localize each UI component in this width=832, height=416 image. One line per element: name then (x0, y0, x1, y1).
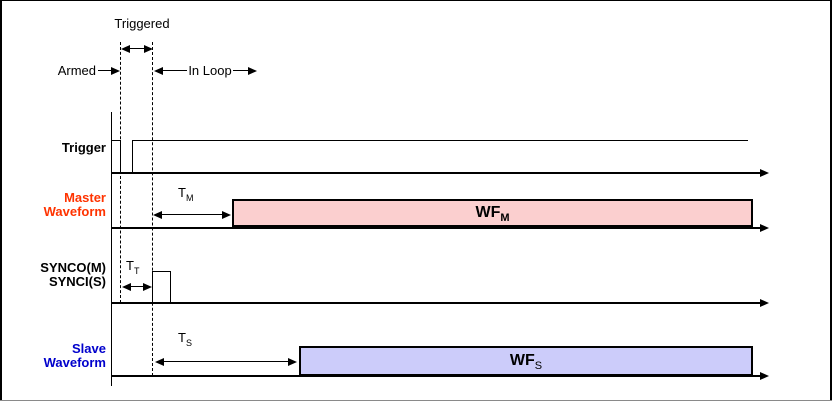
sync-row-label: SYNCO(M) SYNCI(S) (18, 261, 106, 289)
sync-pulse-falling-edge (170, 271, 171, 302)
frame-right-border (830, 0, 832, 401)
trigger-rising-edge (132, 140, 133, 173)
slave-row-label: Slave Waveform (18, 342, 106, 370)
in-loop-label: In Loop (188, 63, 232, 78)
master-row-label: Master Waveform (18, 191, 106, 219)
trigger-end-dashed-line (152, 42, 153, 376)
trigger-row-label: Trigger (61, 140, 106, 155)
slave-baseline (111, 375, 761, 377)
tm-annotation: TM (178, 185, 194, 204)
frame-bottom-border (0, 400, 832, 401)
in-loop-arrowhead-left-icon (154, 67, 163, 75)
trigger-high-segment-2 (132, 140, 748, 141)
time-axis (111, 112, 112, 386)
armed-arrowhead-icon (111, 67, 120, 75)
ts-arrowhead-right-icon (288, 358, 297, 366)
sync-label-line2: SYNCI(S) (48, 274, 106, 289)
tt-arrowhead-right-icon (143, 283, 152, 291)
trigger-falling-edge (120, 140, 121, 173)
master-baseline-arrowhead-icon (760, 224, 769, 232)
slave-baseline-arrowhead-icon (760, 372, 769, 380)
ts-arrow-line (162, 361, 290, 362)
wfm-box: WFM (232, 199, 753, 227)
tm-arrowhead-left-icon (153, 211, 162, 219)
in-loop-line-right (233, 70, 249, 71)
triggered-arrow-line (129, 48, 145, 49)
tt-arrow-line (130, 286, 144, 287)
ts-annotation: TS (178, 330, 192, 349)
wfs-box: WFS (299, 346, 753, 376)
trigger-high-segment-1 (111, 140, 121, 141)
sync-baseline-arrowhead-icon (760, 299, 769, 307)
triggered-label: Triggered (114, 16, 170, 31)
tm-arrowhead-right-icon (222, 211, 231, 219)
in-loop-arrowhead-right-icon (248, 67, 257, 75)
sync-baseline (111, 302, 761, 304)
sync-pulse-top (152, 271, 171, 272)
trigger-baseline (111, 172, 761, 174)
frame-top-border (0, 0, 832, 1)
trigger-baseline-arrowhead-icon (760, 169, 769, 177)
wfm-label: WFM (475, 203, 510, 224)
master-label-line2: Waveform (43, 204, 106, 219)
master-baseline (111, 227, 761, 229)
in-loop-line-left (162, 70, 187, 71)
triggered-arrowhead-left-icon (121, 45, 130, 53)
frame-left-border (0, 0, 2, 401)
wfs-label: WFS (509, 351, 543, 372)
ts-arrowhead-left-icon (155, 358, 164, 366)
armed-label: Armed (57, 63, 96, 78)
armed-arrow-line (98, 70, 113, 71)
sync-label-line1: SYNCO(M) (40, 260, 106, 275)
sync-pulse-rising-edge (152, 271, 153, 302)
tm-arrow-line (160, 214, 224, 215)
master-label-line1: Master (64, 190, 106, 205)
slave-label-line1: Slave (72, 341, 106, 356)
slave-label-line2: Waveform (43, 355, 106, 370)
tt-arrowhead-left-icon (122, 283, 131, 291)
triggered-arrowhead-right-icon (144, 45, 153, 53)
tt-annotation: TT (126, 258, 140, 277)
